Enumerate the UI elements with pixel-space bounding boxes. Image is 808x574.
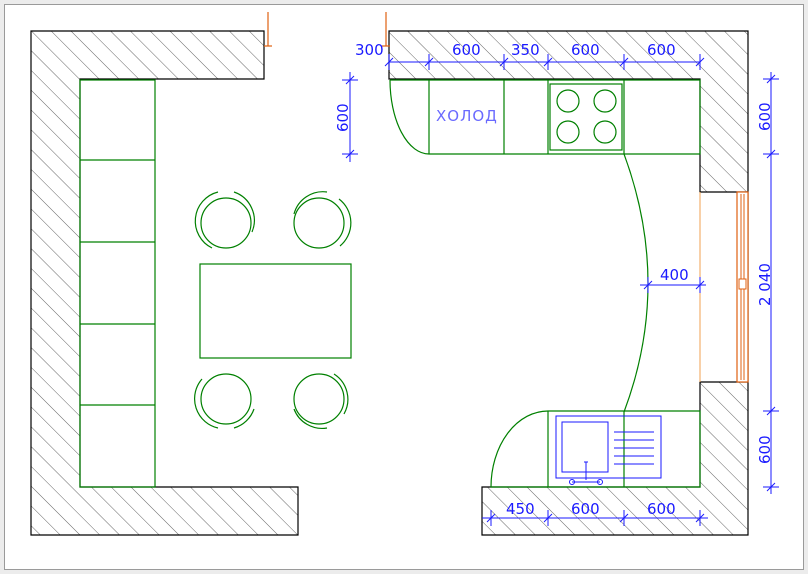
- dim-left-600: 600: [334, 103, 352, 132]
- dim-bottom-600-b: 600: [647, 500, 676, 518]
- dim-bottom-450: 450: [506, 500, 535, 518]
- burner-icon: [556, 120, 580, 144]
- top-counter: [389, 79, 701, 155]
- dim-bottom-600-a: 600: [571, 500, 600, 518]
- dim-top-600-b: 600: [571, 41, 600, 59]
- dim-right-top-600: 600: [756, 102, 774, 131]
- burner-icon: [593, 89, 617, 113]
- dim-right-bottom-600: 600: [756, 435, 774, 464]
- dimensions: [342, 54, 779, 526]
- dim-top-350: 350: [511, 41, 540, 59]
- burner-icon: [556, 89, 580, 113]
- dim-passage-400: 400: [660, 266, 689, 284]
- chair-top-left: [194, 191, 255, 249]
- paper: [4, 4, 804, 570]
- doorway: [264, 12, 390, 47]
- burner-icon: [593, 120, 617, 144]
- bottom-counter: [490, 410, 701, 488]
- dim-top-600-c: 600: [647, 41, 676, 59]
- chair-bottom-right: [293, 373, 349, 429]
- window: [699, 191, 749, 383]
- dim-top-300: 300: [355, 41, 384, 59]
- fridge-label: ХОЛОД: [436, 107, 498, 125]
- cooktop: [549, 83, 623, 151]
- faucet-icon: [569, 461, 603, 485]
- chair-top-right: [293, 191, 352, 249]
- dim-right-window-2040: 2 040: [756, 263, 774, 306]
- sink: [555, 415, 662, 485]
- kitchen-floor-plan: ХОЛОД: [4, 4, 804, 570]
- dining-table: [199, 263, 352, 359]
- chair-bottom-left: [194, 373, 255, 429]
- dim-top-600-a: 600: [452, 41, 481, 59]
- dimension-labels: 300 600 350 600 600 600 600 2 040 600 40…: [334, 41, 774, 518]
- bench-cabinets: [79, 79, 156, 488]
